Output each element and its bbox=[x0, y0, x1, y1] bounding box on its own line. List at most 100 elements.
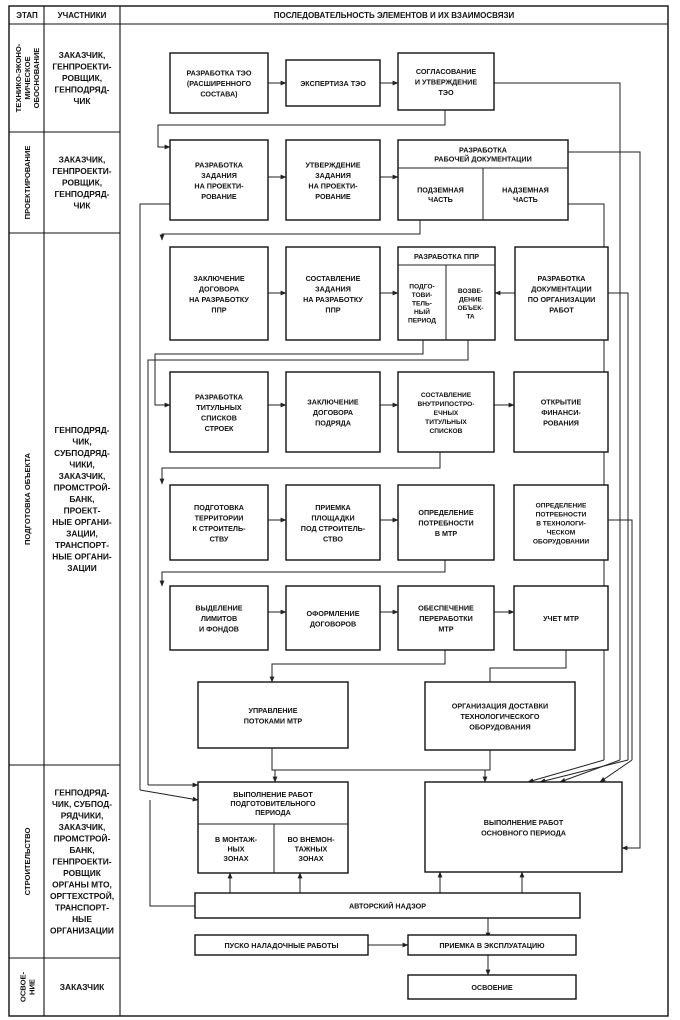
b18-line: ПОТРЕБНОСТИ bbox=[536, 512, 587, 519]
b13-line: СОСТАВЛЕНИЕ bbox=[421, 392, 472, 399]
b5-line: ЗАДАНИЯ bbox=[315, 171, 351, 180]
b9b-line: ТА bbox=[466, 313, 475, 320]
b24-line: ОРГАНИЗАЦИЯ ДОСТАВКИ bbox=[452, 702, 548, 711]
participants-design: ЧИК bbox=[73, 201, 91, 211]
b13-line: ТИТУЛЬНЫХ bbox=[425, 419, 467, 426]
participants-feasibility: ГЕНПРОЕКТИ- bbox=[52, 62, 111, 72]
b1-line: РАЗРАБОТКА ТЭО bbox=[186, 69, 251, 78]
b6-line: РАБОЧЕЙ ДОКУМЕНТАЦИИ bbox=[434, 155, 532, 164]
box-frame bbox=[397, 484, 495, 561]
b6a-line: ЧАСТЬ bbox=[428, 195, 453, 204]
b30-line: ОСВОЕНИЕ bbox=[471, 983, 513, 992]
b16-line: СТВО bbox=[323, 534, 343, 543]
b23-line: УПРАВЛЕНИЕ bbox=[249, 706, 298, 715]
participants-preparation: ЗАЦИИ bbox=[67, 563, 96, 573]
b11-line: СПИСКОВ bbox=[201, 413, 237, 422]
b16-line: ПЛОЩАДКИ bbox=[311, 513, 354, 522]
b9a-line: ПОДГО- bbox=[409, 284, 434, 291]
participants-construction: РОВЩИК bbox=[63, 868, 102, 878]
b3-line: ТЭО bbox=[438, 88, 454, 97]
participants-mastering: ЗАКАЗЧИК bbox=[60, 982, 105, 992]
b9b-line: ОБЪЕК- bbox=[458, 305, 484, 312]
b19-line: ЛИМИТОВ bbox=[201, 614, 237, 623]
box-frame bbox=[169, 139, 269, 221]
b25b-line: ЗОНАХ bbox=[298, 854, 323, 863]
participants-preparation: НЫЕ ОРГАНИ- bbox=[52, 552, 112, 562]
participants-construction: ОРГТЕХСТРОЙ, bbox=[50, 890, 114, 901]
b25-line: ВЫПОЛНЕНИЕ РАБОТ bbox=[233, 790, 313, 799]
b7-line: ДОГОВОРА bbox=[199, 284, 239, 293]
participants-design: ГЕНПОДРЯД- bbox=[55, 189, 110, 199]
b14-line: ФИНАНСИ- bbox=[541, 408, 581, 417]
participants-preparation: ПРОЕКТ- bbox=[64, 506, 101, 516]
participants-preparation: ЗАКАЗЧИК, bbox=[59, 471, 106, 481]
b18-line: ОПРЕДЕЛЕНИЕ bbox=[536, 503, 587, 510]
box-frame bbox=[285, 585, 381, 651]
b26-line: ВЫПОЛНЕНИЕ РАБОТ bbox=[484, 818, 564, 827]
b18-line: В ТЕХНОЛОГИ- bbox=[536, 521, 586, 528]
box-frame bbox=[194, 934, 369, 956]
participant-labels: ЗАКАЗЧИК,ГЕНПРОЕКТИ-РОВЩИК,ГЕНПОДРЯД-ЧИК… bbox=[50, 50, 114, 992]
b25-line: ПОДГОТОВИТЕЛЬНОГО bbox=[230, 799, 316, 808]
b4-line: РАЗРАБОТКА bbox=[195, 160, 243, 169]
b3-line: СОГЛАСОВАНИЕ bbox=[416, 67, 477, 76]
b11-line: ТИТУЛЬНЫХ bbox=[196, 403, 242, 412]
box-frame bbox=[513, 371, 609, 453]
b15-line: ПОДГОТОВКА bbox=[194, 503, 244, 512]
b28-line: ПУСКО НАЛАДОЧНЫЕ РАБОТЫ bbox=[224, 941, 338, 950]
b8-line: ППР bbox=[325, 305, 340, 314]
stage-label-mastering: НИЕ bbox=[28, 979, 37, 995]
box-frame bbox=[513, 585, 609, 651]
b19-line: И ФОНДОВ bbox=[199, 625, 239, 634]
b8-line: ЗАДАНИЯ bbox=[315, 284, 351, 293]
b8-line: НА РАЗРАБОТКУ bbox=[303, 295, 363, 304]
box-frame bbox=[169, 484, 269, 561]
participants-construction: НЫЕ bbox=[72, 914, 92, 924]
box-frame bbox=[285, 484, 381, 561]
b5-line: УТВЕРЖДЕНИЕ bbox=[305, 160, 360, 169]
b5-line: РОВАНИЕ bbox=[315, 192, 351, 201]
stage-label-mastering: ОСВОЕ- bbox=[19, 971, 28, 1002]
b11-line: РАЗРАБОТКА bbox=[195, 392, 243, 401]
b18-line: ОБОРУДОВАНИИ bbox=[533, 539, 590, 546]
b21-line: ОБЕСПЕЧЕНИЕ bbox=[418, 604, 474, 613]
table-header: ЭТАП УЧАСТНИКИ ПОСЛЕДОВАТЕЛЬНОСТЬ ЭЛЕМЕН… bbox=[16, 11, 514, 20]
b7-line: НА РАЗРАБОТКУ bbox=[189, 295, 249, 304]
box-frame bbox=[194, 892, 581, 919]
b15-line: К СТРОИТЕЛЬ- bbox=[192, 524, 246, 533]
participants-preparation: ПРОМСТРОЙ- bbox=[54, 482, 111, 493]
box-frame bbox=[397, 371, 495, 453]
b16-line: ПРИЕМКА bbox=[315, 503, 351, 512]
box-frame bbox=[407, 974, 577, 1000]
b15-line: СТВУ bbox=[210, 534, 229, 543]
header-sequence: ПОСЛЕДОВАТЕЛЬНОСТЬ ЭЛЕМЕНТОВ И ИХ ВЗАИМО… bbox=[274, 11, 515, 20]
b11-line: СТРОЕК bbox=[205, 424, 234, 433]
box-frame bbox=[424, 681, 576, 751]
b21-line: ПЕРЕРАБОТКИ bbox=[419, 614, 473, 623]
participants-preparation: ТРАНСПОРТ- bbox=[55, 540, 109, 550]
stage-label-feasibility: ТЕХНИКО-ЭКОНО- bbox=[14, 43, 23, 112]
participants-construction: ТРАНСПОРТ- bbox=[55, 903, 109, 913]
participants-preparation: ЗАЦИИ, bbox=[66, 529, 98, 539]
participants-feasibility: ЧИК bbox=[73, 96, 91, 106]
participants-preparation: ЧИКИ, bbox=[69, 460, 94, 470]
b12-line: ПОДРЯДА bbox=[315, 419, 351, 428]
participants-construction: ЗАКАЗЧИК, bbox=[59, 822, 106, 832]
b6a-line: ПОДЗЕМНАЯ bbox=[417, 185, 464, 194]
participants-preparation: НЫЕ ОРГАНИ- bbox=[52, 517, 112, 527]
b18-line: ЧЕСКОМ bbox=[547, 530, 576, 537]
participants-feasibility: РОВЩИК, bbox=[62, 73, 102, 83]
b6b-line: НАДЗЕМНАЯ bbox=[502, 185, 549, 194]
participants-feasibility: ГЕНПОДРЯД- bbox=[55, 85, 110, 95]
